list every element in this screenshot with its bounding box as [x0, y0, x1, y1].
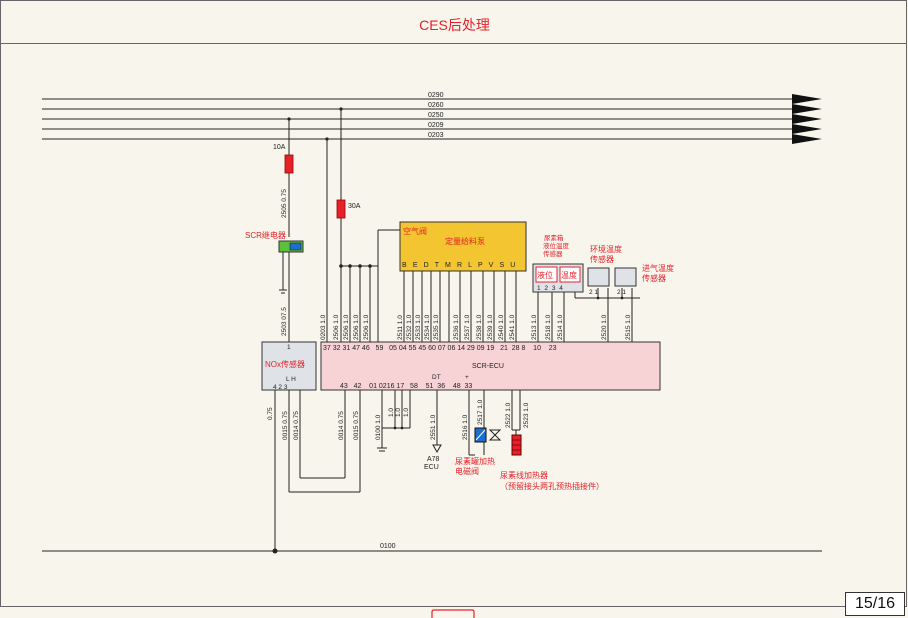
ecu-dt: DT — [432, 374, 441, 381]
fuse-30a — [336, 199, 346, 219]
wire-label: 2535 1.0 — [433, 314, 440, 340]
nox-pins: 4 2 3 — [273, 384, 288, 391]
bus-label: 0203 — [428, 132, 444, 139]
wire-label: 2522 1.0 — [505, 402, 512, 428]
heater-label: 尿素线加热器（预留接头两孔预热插接件） — [500, 470, 604, 491]
wire-label: 2523 1.0 — [523, 402, 530, 428]
relay-coil-icon — [289, 242, 302, 251]
ambient-sensor-box — [587, 267, 610, 287]
fuse-10a-label: 10A — [273, 144, 286, 151]
ecu-bottom-pins: 43 42 01 0216 17 58 51 36 48 33 — [340, 383, 472, 390]
bus-label: 0209 — [428, 122, 444, 129]
wire-label: 2541 1.0 — [509, 314, 516, 340]
wire-label: 0014 0.75 — [293, 411, 300, 440]
wire-label: 2511 1.0 — [397, 315, 404, 340]
nox-pin-top: 1 — [287, 344, 291, 351]
arrow-icon — [792, 124, 822, 134]
wire-label: 2514 1.0 — [557, 314, 564, 340]
relay-label: SCR继电器 — [245, 230, 286, 240]
level-label: 液位 — [537, 270, 553, 280]
wire-label: 0203 1.0 — [320, 314, 327, 340]
wire-label: 0015 0.75 — [282, 411, 289, 440]
wire-label: 2506 1.0 — [343, 314, 350, 340]
pump-pins: B E D T M R L P V S U — [402, 262, 517, 269]
fuse-30a-label: 30A — [348, 203, 361, 210]
bus-label: 0290 — [428, 92, 444, 99]
wire-label: 2506 1.0 — [363, 314, 370, 340]
arrow-icon — [792, 114, 822, 124]
air-valve-label: 空气阀 — [403, 226, 427, 236]
wire-label: 2503 07.5 — [281, 307, 288, 336]
wire-label: 2538 1.0 — [476, 314, 483, 340]
bottom-tab — [431, 609, 475, 618]
scr-ecu-box — [320, 341, 661, 391]
ecu-top-pins: 37 32 31 47 46 59 05 04 55 45 60 07 06 1… — [323, 345, 557, 352]
tank-sensor-label: 尿素箱液位温度传感器 — [543, 233, 570, 258]
wire-label: 2506 1.0 — [333, 314, 340, 340]
wire-label: 0100 1.0 — [375, 414, 382, 440]
ecu-label: SCR-ECU — [472, 363, 504, 370]
wire-label: 2540 1.0 — [498, 314, 505, 340]
dosing-pump-label: 定量给料泵 — [445, 236, 485, 246]
wire-label: 2534 1.0 — [424, 314, 431, 340]
wire-label: 2516 1.0 — [462, 414, 469, 440]
level-box — [535, 266, 558, 283]
wire-label: 2539 1.0 — [487, 314, 494, 340]
dosing-pump-box — [399, 221, 527, 272]
page-title: CES后处理 — [419, 17, 490, 33]
wire-label: 1.0 — [403, 408, 410, 417]
valve-label: 尿素罐加热电磁阀 — [455, 456, 495, 476]
temp-box — [559, 266, 581, 283]
wire-label: 2520 1.0 — [601, 314, 608, 340]
wire-label: 2518 1.0 — [545, 314, 552, 340]
tank-pins: 1 2 3 4 — [537, 285, 564, 292]
wire-label: 2537 1.0 — [464, 314, 471, 340]
bus-label: 0260 — [428, 102, 444, 109]
page-number: 15/16 — [845, 592, 905, 616]
bottom-bus-label: 0100 — [380, 543, 396, 550]
bus-lines — [42, 98, 800, 140]
wire-label: 2505 0.75 — [281, 189, 288, 218]
wire-label: 1.0 — [395, 408, 402, 417]
diagram-frame — [0, 43, 907, 607]
ambient-label: 环境温度传感器 — [590, 244, 622, 264]
intake-label: 进气温度传感器 — [642, 263, 674, 283]
wire-label: 2513 1.0 — [531, 314, 538, 340]
temp-label: 温度 — [561, 270, 577, 280]
wire-label: 2532 1.0 — [406, 314, 413, 340]
bus-arrows — [792, 94, 822, 144]
ambient-pins: 2 1 — [589, 289, 598, 296]
title-bar: CES后处理 — [0, 0, 907, 44]
wire-label: 2517 1.0 — [477, 399, 484, 425]
nox-lh: L H — [286, 376, 296, 383]
wire-label: 0015 0.75 — [353, 411, 360, 440]
arrow-down-icon — [432, 444, 442, 454]
wire-label: 0.75 — [267, 407, 274, 420]
wire-label: 0014 0.75 — [338, 411, 345, 440]
arrow-icon — [792, 104, 822, 114]
intake-sensor-box — [614, 267, 637, 287]
arrow-icon — [792, 134, 822, 144]
nox-label: NOx传感器 — [265, 359, 305, 369]
valve-icon — [488, 429, 502, 441]
wire-label: 2551 1.0 — [430, 414, 437, 440]
intake-pins: 2 1 — [617, 289, 626, 296]
wire-label: 2536 1.0 — [453, 314, 460, 340]
nox-sensor-box — [261, 341, 317, 391]
ecu-plus: + — [465, 374, 469, 381]
bus-label: 0250 — [428, 112, 444, 119]
wire-label: 2515 1.0 — [625, 314, 632, 340]
wire-label: 1.0 — [388, 408, 395, 417]
fuse-10a — [284, 154, 294, 174]
wire-label: 2533 1.0 — [415, 314, 422, 340]
wire-label: 2506 1.0 — [353, 314, 360, 340]
arrow-icon — [792, 94, 822, 104]
